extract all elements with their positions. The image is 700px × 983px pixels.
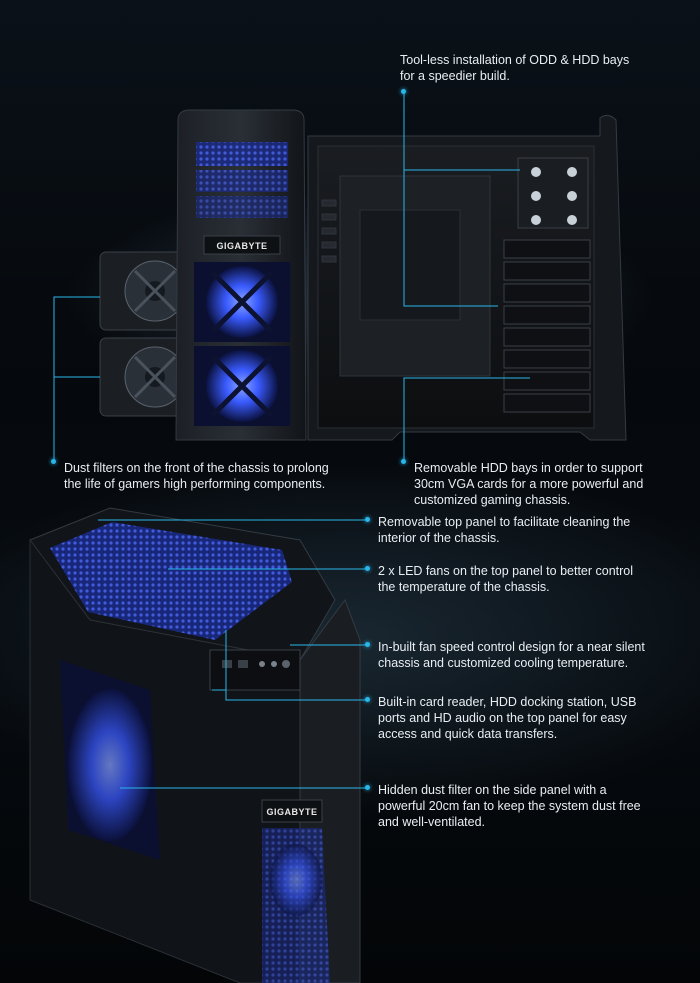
callout-dot-led-fans <box>365 566 370 571</box>
dust-filter-tray-lower <box>99 337 186 417</box>
callout-dot-dust-front <box>51 459 56 464</box>
front-case-view: GIGABYTE <box>99 109 307 441</box>
caption-fan-control: In-built fan speed control design for a … <box>378 640 645 670</box>
top-led-fans <box>50 522 292 640</box>
caption-side-filter: Hidden dust filter on the side panel wit… <box>378 783 641 829</box>
callout-leader-lines <box>53 92 530 789</box>
caption-top-panel: Removable top panel to facilitate cleani… <box>378 515 631 545</box>
caption-hdd-bays: Removable HDD bays in order to support 3… <box>414 461 644 507</box>
callout-dot-hdd-bays <box>401 459 406 464</box>
caption-led-fans: 2 x LED fans on the top panel to better … <box>378 564 634 594</box>
perspective-case-view: GIGABYTE <box>29 507 361 983</box>
caption-card-reader: Built-in card reader, HDD docking statio… <box>378 695 637 741</box>
callout-dot-top-panel <box>365 517 370 522</box>
caption-toolless: Tool-less installation of ODD & HDD bays… <box>400 53 630 83</box>
callout-dot-fan-control <box>365 642 370 647</box>
top-io-panel <box>209 649 301 691</box>
dust-filter-tray-upper <box>99 251 186 331</box>
callout-dot-side-filter <box>365 785 370 790</box>
callout-dot-toolless <box>401 89 406 94</box>
side-panel-fan <box>68 689 152 841</box>
callout-dot-card-reader <box>365 697 370 702</box>
front-brand-badge: GIGABYTE <box>216 241 267 251</box>
top-brand-badge: GIGABYTE <box>266 807 317 817</box>
fan-speed-knob <box>282 660 290 668</box>
side-open-case-view <box>307 114 627 441</box>
caption-dust-front: Dust filters on the front of the chassis… <box>64 461 329 491</box>
hdd-bays <box>503 239 591 413</box>
odd-bays <box>517 157 589 229</box>
